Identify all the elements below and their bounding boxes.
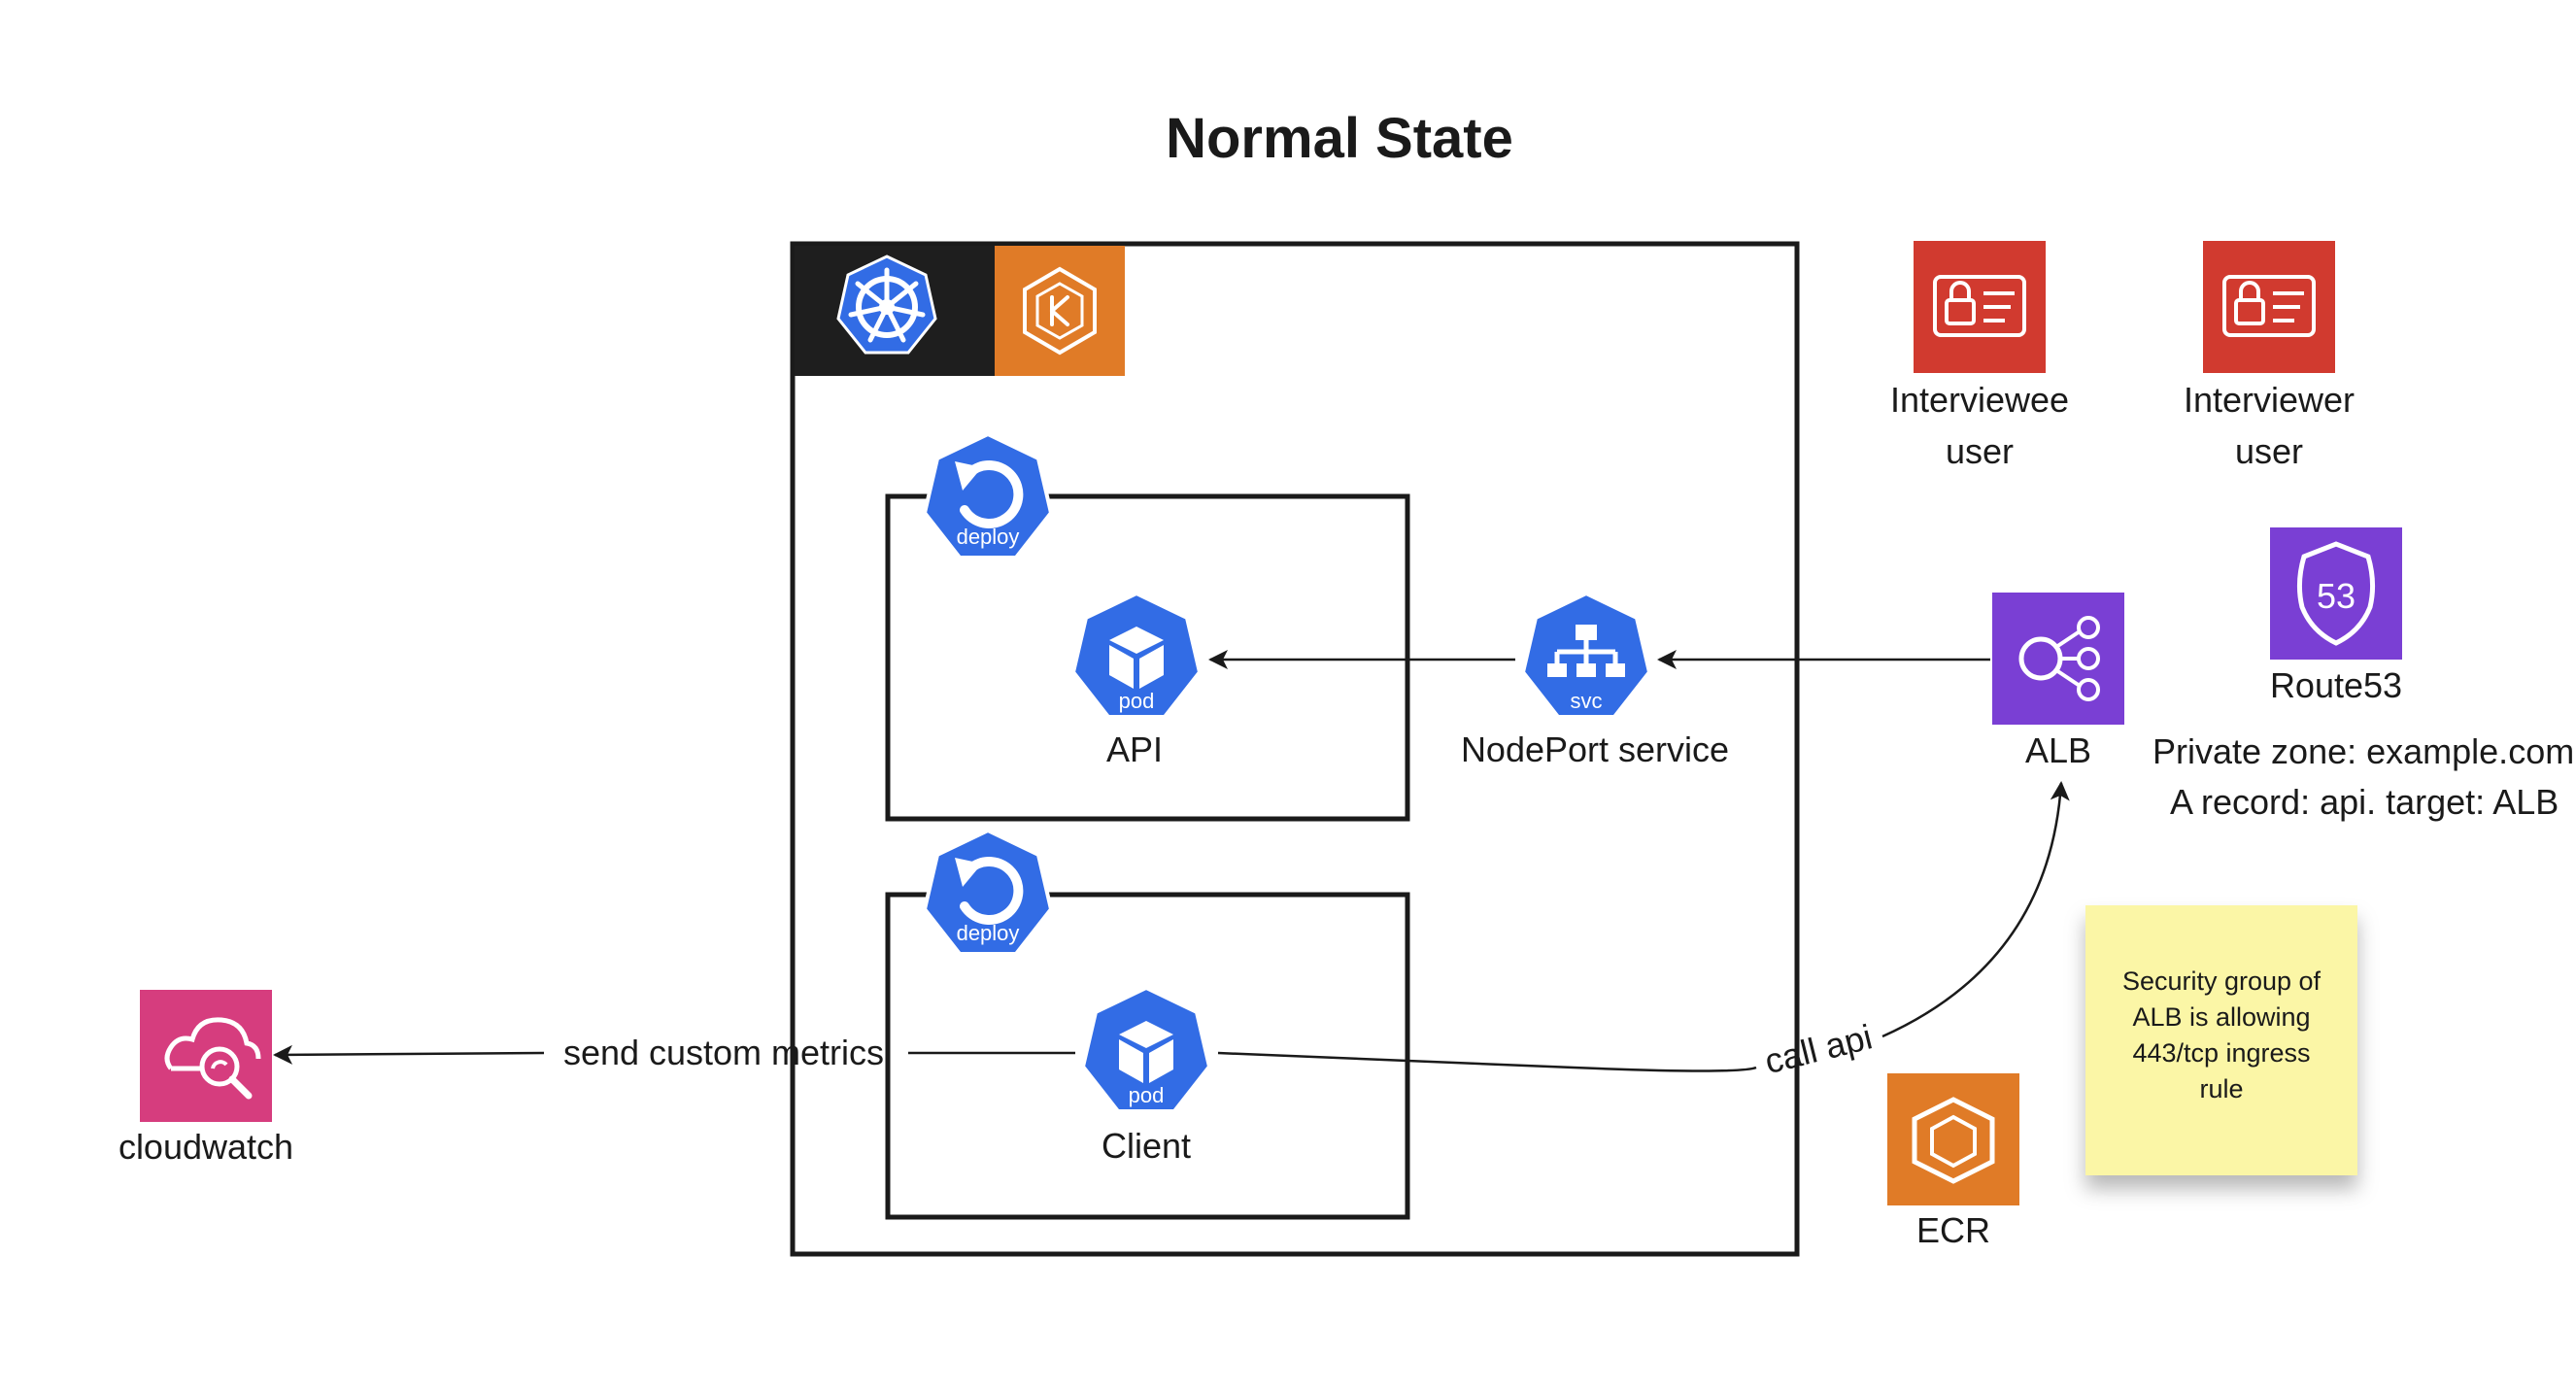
interviewee-label-line1: Interviewee: [1890, 380, 2069, 420]
alb-label: ALB: [2025, 730, 2091, 770]
cloudwatch-icon[interactable]: [140, 990, 272, 1122]
svc-badge: svc: [1571, 689, 1603, 713]
security-group-note[interactable]: Security group of ALB is allowing 443/tc…: [2085, 905, 2357, 1175]
pod-badge: pod: [1129, 1083, 1165, 1107]
deployment-box-api[interactable]: [885, 493, 1410, 822]
note-line-3: 443/tcp ingress: [2132, 1038, 2310, 1068]
nodeport-service-label: NodePort service: [1461, 729, 1729, 769]
edge-label-call-api: call api: [1761, 1016, 1877, 1081]
svc-icon[interactable]: svc: [1520, 591, 1652, 719]
cloudwatch-label: cloudwatch: [119, 1127, 293, 1167]
note-line-4: rule: [2199, 1074, 2243, 1103]
note-line-1: Security group of: [2122, 967, 2322, 996]
ecr-icon[interactable]: [1887, 1073, 2019, 1205]
pod-icon[interactable]: pod: [1070, 591, 1203, 719]
deploy-icon[interactable]: deploy: [922, 828, 1054, 956]
edge-client-to-alb-curve: [1881, 781, 2070, 1038]
interviewer-label-line1: Interviewer: [2184, 380, 2355, 420]
kubernetes-icon: [836, 254, 937, 355]
deploy-badge: deploy: [957, 525, 1020, 549]
deploy-badge: deploy: [957, 921, 1020, 945]
route53-label: Route53: [2270, 665, 2402, 705]
route53-icon[interactable]: 53: [2270, 527, 2402, 660]
edge-label-send-metrics: send custom metrics: [563, 1033, 884, 1072]
deploy-icon[interactable]: deploy: [922, 431, 1054, 560]
edge-client-to-cloudwatch-b: [273, 1044, 545, 1065]
ecr-label: ECR: [1916, 1210, 1990, 1250]
page-title: Normal State: [1166, 107, 1513, 170]
interviewer-label-line2: user: [2235, 431, 2303, 471]
edge-client-to-alb: [1217, 1051, 1757, 1072]
interviewee-label-line2: user: [1946, 431, 2014, 471]
pod-badge: pod: [1119, 689, 1155, 713]
note-line-2: ALB is allowing: [2132, 1002, 2310, 1032]
pod-icon[interactable]: pod: [1080, 985, 1212, 1113]
route53-record-text: A record: api. target: ALB: [2170, 782, 2559, 822]
alb-icon[interactable]: [1992, 593, 2124, 725]
id-card-icon[interactable]: [2203, 241, 2335, 373]
eks-icon: [995, 246, 1125, 376]
deployment-box-client[interactable]: [885, 892, 1410, 1220]
api-label: API: [1106, 729, 1163, 769]
client-label: Client: [1102, 1126, 1191, 1166]
eks-cluster-frame[interactable]: [790, 241, 1800, 1257]
route53-zone-text: Private zone: example.com: [2152, 731, 2574, 771]
route53-badge: 53: [2317, 576, 2356, 616]
id-card-icon[interactable]: [1914, 241, 2046, 373]
